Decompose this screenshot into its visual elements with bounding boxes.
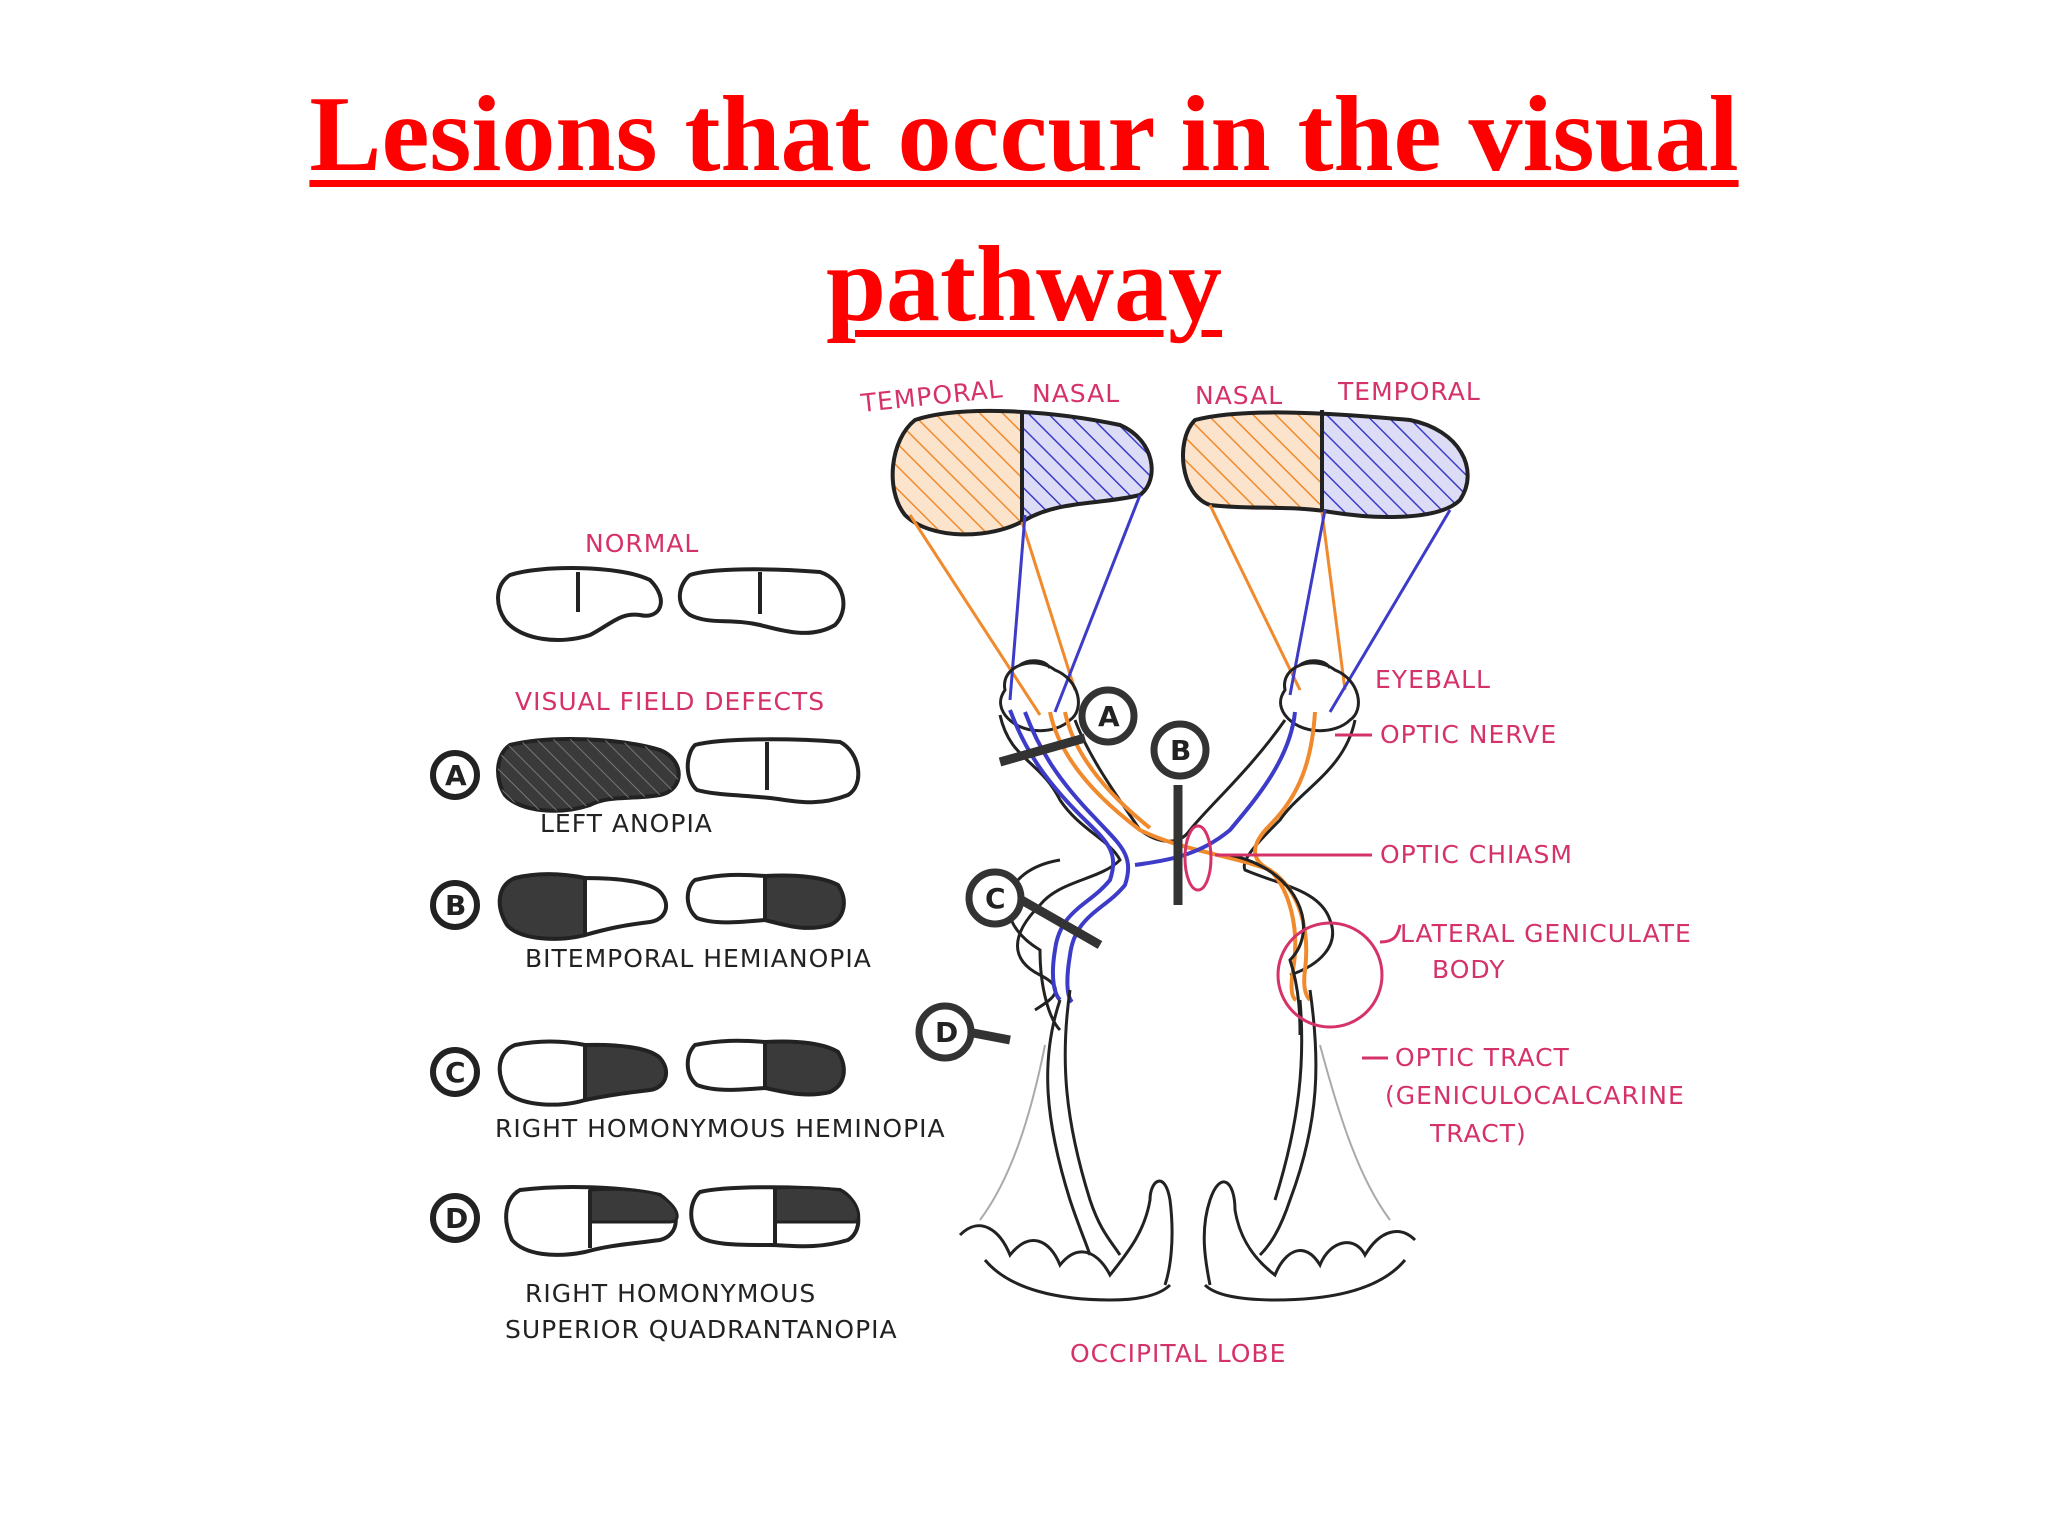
left-nasal-label: NASAL (1032, 379, 1120, 408)
defect-c-left-field-seen (497, 1039, 587, 1107)
defect-d-left-field-blind (588, 1187, 679, 1224)
defect-b-left-field-blind (497, 872, 587, 941)
defect-a-letter: A (445, 759, 467, 792)
occipital-lobe-outline (958, 1179, 1417, 1302)
defect-d-row: D RIGHT HOMONYMOUS SUPERIOR QUADRANTANOP… (430, 1185, 898, 1344)
right-temporal-label: TEMPORAL (1337, 377, 1481, 406)
lateral-geniculate-marker (1276, 921, 1384, 1029)
lesion-marker-d: D (915, 1002, 1011, 1062)
lesion-marker-b: B (1150, 720, 1210, 905)
defect-c-name: RIGHT HOMONYMOUS HEMINOPIA (495, 1114, 946, 1143)
eyeball-label: EYEBALL (1375, 665, 1491, 694)
optic-tract-label-line2: (GENICULOCALCARINE (1385, 1081, 1685, 1110)
defect-b-row: B BITEMPORAL HEMIANOPIA (430, 872, 872, 973)
defect-c-row: C RIGHT HOMONYMOUS HEMINOPIA (430, 1038, 946, 1143)
defect-d-right-field-blind (773, 1186, 861, 1224)
optic-nerve-label: OPTIC NERVE (1380, 720, 1557, 749)
defect-b-left-field-seen (583, 875, 669, 938)
lgb-label-line2: BODY (1432, 955, 1506, 984)
defects-heading: VISUAL FIELD DEFECTS (515, 687, 825, 716)
brain-region (979, 853, 1391, 1257)
defect-d-name-line1: RIGHT HOMONYMOUS (525, 1279, 816, 1308)
defect-a-right-field (685, 737, 861, 805)
defect-d-name-line2: SUPERIOR QUADRANTANOPIA (505, 1315, 898, 1344)
optic-chiasm-marker (1183, 824, 1213, 892)
optic-tract-label-line3: TRACT) (1429, 1119, 1527, 1148)
lesion-marker-d-label: D (935, 1016, 958, 1049)
lesion-marker-c-label: C (985, 882, 1006, 915)
defect-b-letter: B (445, 889, 466, 922)
lesion-marker-c: C (965, 868, 1103, 949)
lesion-marker-b-label: B (1170, 734, 1191, 767)
lgb-pointer (1379, 924, 1402, 944)
defect-b-name: BITEMPORAL HEMIANOPIA (525, 944, 872, 973)
optic-chiasm-label: OPTIC CHIASM (1380, 840, 1573, 869)
normal-fields (496, 566, 846, 642)
slide-title: Lesions that occur in the visual pathway (309, 75, 1739, 344)
right-nasal-label: NASAL (1195, 381, 1283, 410)
occipital-lobe-label: OCCIPITAL LOBE (1070, 1339, 1286, 1368)
lesion-marker-a-label: A (1098, 700, 1120, 733)
defect-c-letter: C (445, 1056, 466, 1089)
normal-label: NORMAL (585, 529, 699, 558)
optic-tract-label-line1: OPTIC TRACT (1395, 1043, 1570, 1072)
light-rays (908, 494, 1452, 716)
right-eye-visual-field (1181, 410, 1470, 519)
defect-c-right-field-seen (685, 1038, 767, 1092)
defect-d-letter: D (445, 1202, 468, 1235)
defect-b-right-field-blind (763, 873, 846, 930)
defect-c-right-field-blind (763, 1039, 846, 1097)
defect-a-row: A LEFT ANOPIA (430, 737, 861, 838)
defect-c-left-field-blind (583, 1042, 669, 1103)
lesion-marker-a: A (998, 686, 1138, 767)
left-eye-visual-field (890, 408, 1154, 537)
lgb-label-line1: LATERAL GENICULATE (1400, 919, 1692, 948)
left-eyeball (999, 659, 1080, 733)
defect-b-right-field-seen (685, 872, 767, 925)
defect-a-name: LEFT ANOPIA (540, 809, 713, 838)
right-eyeball (1279, 659, 1360, 733)
